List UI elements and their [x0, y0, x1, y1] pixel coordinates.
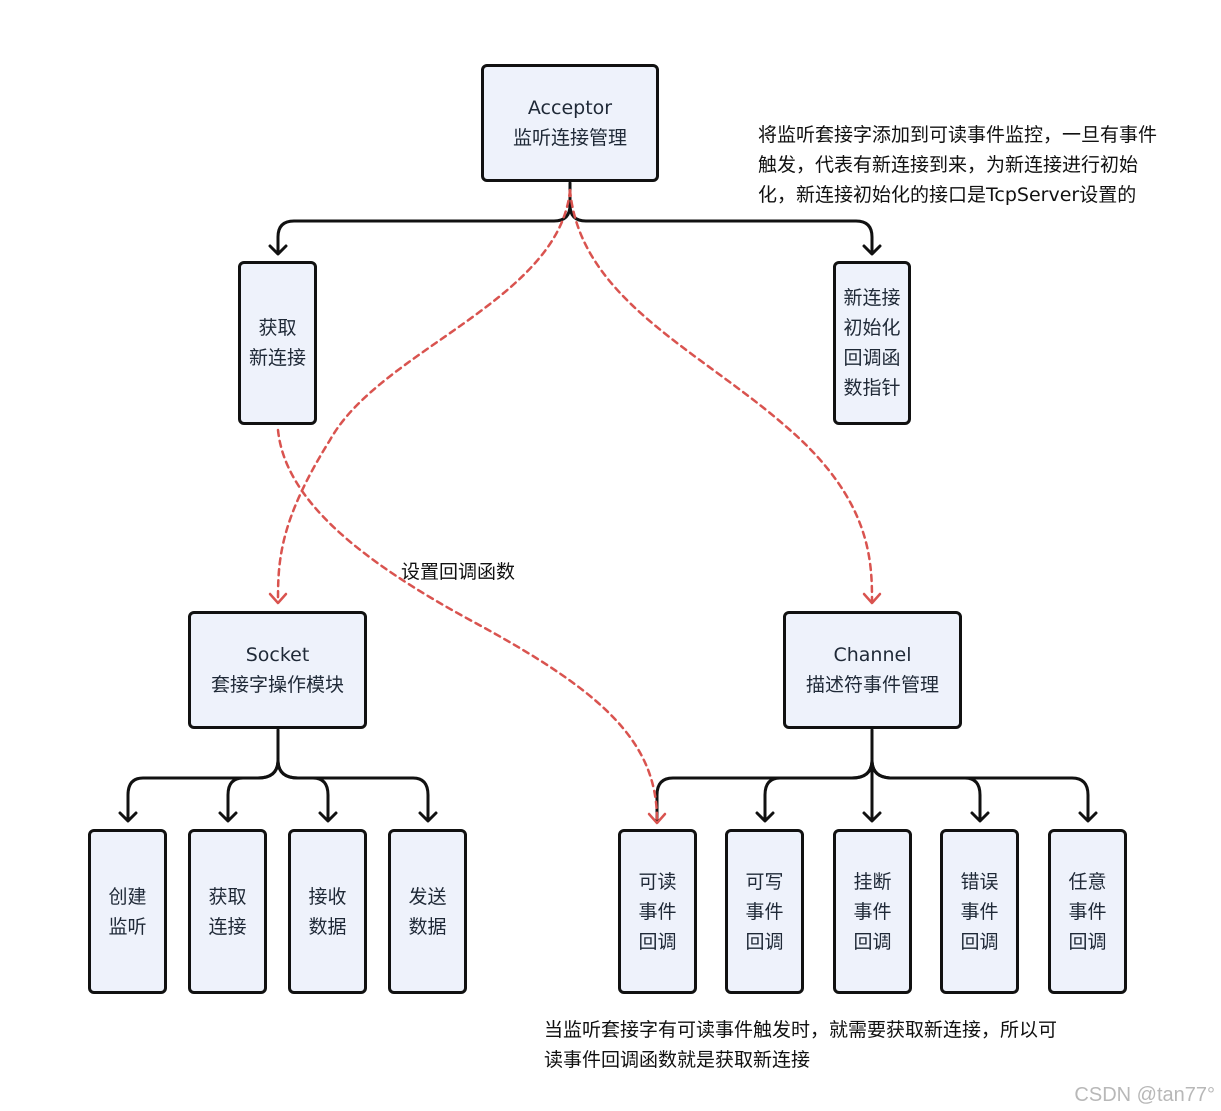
acceptor-annotation-line-2: 触发，代表有新连接到来，为新连接进行初始: [758, 154, 1139, 176]
create-listen-line-1: 创建: [108, 885, 147, 908]
init-cb-line-4: 数指针: [843, 377, 901, 399]
channel-node: Channel 描述符事件管理: [783, 611, 962, 729]
edge-acceptor-to-init-cb: [568, 203, 874, 255]
acceptor-annotation-line-1: 将监听套接字添加到可读事件监控，一旦有事件: [758, 124, 1158, 146]
arrowhead-get-conn: [268, 244, 288, 256]
hangup-line-3: 回调: [853, 930, 892, 953]
recv-data-line-2: 数据: [308, 915, 347, 938]
readable-annotation-line-2: 读事件回调函数就是获取新连接: [544, 1049, 811, 1071]
edge-socket-to-create-listen: [126, 728, 280, 822]
arrowhead-hangup: [862, 811, 882, 823]
recv-data-line-1: 接收: [308, 885, 347, 908]
hangup-callback-node: 挂断 事件 回调: [833, 829, 912, 994]
dashed-edge-get-conn-to-readable: [276, 428, 659, 822]
edge-channel-to-any: [870, 758, 1090, 822]
get-conn-line-1: 获取: [258, 317, 297, 339]
set-callback-label: 设置回调函数: [401, 557, 515, 587]
acceptor-annotation: 将监听套接字添加到可读事件监控，一旦有事件 触发，代表有新连接到来，为新连接进行…: [758, 120, 1157, 210]
writable-line-1: 可写: [745, 870, 784, 893]
hangup-line-2: 事件: [853, 900, 892, 923]
arrowhead-any: [1078, 811, 1098, 823]
get-link-line-1: 获取: [208, 885, 247, 908]
acceptor-subtitle: 监听连接管理: [512, 127, 627, 149]
readable-annotation-line-1: 当监听套接字有可读事件触发时，就需要获取新连接，所以可: [544, 1019, 1058, 1041]
any-line-1: 任意: [1068, 870, 1107, 893]
acceptor-node: Acceptor 监听连接管理: [481, 64, 659, 182]
edge-socket-to-send-data: [276, 758, 430, 822]
get-conn-line-2: 新连接: [248, 347, 306, 369]
arrowhead-recv-data: [318, 811, 338, 823]
any-event-callback-node: 任意 事件 回调: [1048, 829, 1127, 994]
arrowhead-error: [970, 811, 990, 823]
get-link-node: 获取 连接: [188, 829, 267, 994]
hangup-line-1: 挂断: [853, 870, 892, 893]
arrowhead-get-link: [218, 811, 238, 823]
writable-line-2: 事件: [745, 900, 784, 923]
error-line-2: 事件: [960, 900, 999, 923]
socket-title: Socket: [245, 644, 310, 666]
error-line-1: 错误: [960, 870, 999, 893]
writable-callback-node: 可写 事件 回调: [725, 829, 804, 994]
readable-annotation: 当监听套接字有可读事件触发时，就需要获取新连接，所以可 读事件回调函数就是获取新…: [544, 1015, 1057, 1075]
init-cb-line-1: 新连接: [843, 287, 901, 309]
get-link-line-2: 连接: [208, 915, 247, 938]
channel-title: Channel: [833, 644, 912, 666]
set-callback-label-text: 设置回调函数: [401, 561, 516, 583]
dashed-arrowhead-readable: [647, 812, 667, 825]
send-data-line-2: 数据: [408, 915, 447, 938]
error-callback-node: 错误 事件 回调: [940, 829, 1019, 994]
init-cb-line-3: 回调函: [843, 347, 901, 369]
edge-channel-to-error: [870, 758, 982, 822]
edge-socket-to-recv-data: [276, 758, 330, 822]
edge-channel-to-writable: [763, 758, 874, 822]
watermark: CSDN @tan77°: [1074, 1084, 1215, 1106]
readable-line-3: 回调: [638, 930, 677, 953]
edge-socket-to-get-link: [226, 758, 280, 822]
send-data-line-1: 发送: [408, 885, 447, 908]
create-listen-node: 创建 监听: [88, 829, 167, 994]
channel-subtitle: 描述符事件管理: [805, 674, 939, 696]
get-new-connection-node: 获取 新连接: [238, 261, 317, 425]
acceptor-title: Acceptor: [527, 97, 613, 119]
edge-acceptor-to-get-conn: [276, 181, 572, 255]
create-listen-line-2: 监听: [108, 915, 147, 938]
recv-data-node: 接收 数据: [288, 829, 367, 994]
readable-line-1: 可读: [638, 870, 677, 893]
arrowhead-create-listen: [118, 811, 138, 823]
arrowhead-send-data: [418, 811, 438, 823]
init-callback-node: 新连接 初始化 回调函 数指针: [833, 261, 911, 425]
socket-subtitle: 套接字操作模块: [210, 674, 344, 696]
error-line-3: 回调: [960, 930, 999, 953]
dashed-arrowhead-channel: [862, 592, 882, 605]
any-line-3: 回调: [1068, 930, 1107, 953]
dashed-arrowhead-socket: [268, 592, 288, 605]
readable-line-2: 事件: [638, 900, 677, 923]
socket-node: Socket 套接字操作模块: [188, 611, 367, 729]
any-line-2: 事件: [1068, 900, 1107, 923]
dashed-edge-acceptor-to-socket: [276, 188, 572, 602]
init-cb-line-2: 初始化: [843, 317, 901, 339]
dashed-edge-acceptor-to-channel: [568, 188, 874, 602]
send-data-node: 发送 数据: [388, 829, 467, 994]
readable-callback-node: 可读 事件 回调: [618, 829, 697, 994]
writable-line-3: 回调: [745, 930, 784, 953]
arrowhead-init-cb: [862, 244, 882, 256]
acceptor-annotation-line-3: 化，新连接初始化的接口是TcpServer设置的: [758, 184, 1137, 206]
arrowhead-writable: [755, 811, 775, 823]
